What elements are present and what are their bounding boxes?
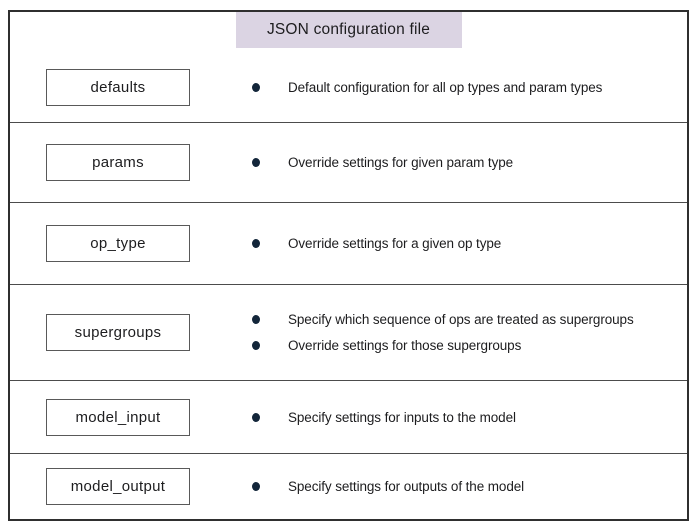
bullet-item: Override settings for given param type: [252, 150, 513, 176]
section-label-box: model_input: [46, 398, 190, 436]
config-section-model_input: model_input Specify settings for inputs …: [10, 380, 687, 453]
diagram-title: JSON configuration file: [266, 21, 431, 38]
section-label-box: defaults: [46, 68, 190, 106]
section-bullet-list: Specify settings for outputs of the mode…: [252, 474, 524, 500]
bullet-text: Override settings for a given op type: [288, 236, 502, 251]
section-label: model_input: [75, 408, 161, 426]
config-section-model_output: model_output Specify settings for output…: [10, 453, 687, 519]
bullet-item: Specify settings for inputs to the model: [252, 404, 516, 430]
bullet-icon: [252, 412, 260, 422]
bullet-item: Default configuration for all op types a…: [252, 74, 602, 100]
bullet-item: Specify which sequence of ops are treate…: [252, 307, 634, 333]
section-bullet-list: Specify settings for inputs to the model: [252, 404, 516, 430]
bullet-item: Override settings for those supergroups: [252, 333, 634, 359]
bullet-icon: [252, 158, 260, 167]
section-label: supergroups: [74, 324, 162, 341]
bullet-icon: [252, 482, 260, 491]
section-label-box: supergroups: [46, 314, 190, 351]
bullet-icon: [252, 82, 260, 92]
diagram-title-box: JSON configuration file: [235, 12, 462, 48]
bullet-icon: [252, 341, 260, 350]
section-bullet-list: Default configuration for all op types a…: [252, 74, 602, 100]
section-bullet-list: Specify which sequence of ops are treate…: [252, 307, 634, 359]
section-label: op_type: [90, 235, 146, 252]
bullet-text: Specify settings for inputs to the model: [288, 409, 516, 425]
bullet-text: Specify which sequence of ops are treate…: [288, 312, 634, 327]
bullet-item: Override settings for a given op type: [252, 231, 501, 257]
config-section-op_type: op_type Override settings for a given op…: [10, 202, 687, 284]
section-label: defaults: [90, 78, 146, 96]
section-label-box: model_output: [46, 468, 190, 505]
bullet-icon: [252, 239, 260, 248]
bullet-item: Specify settings for outputs of the mode…: [252, 474, 524, 500]
section-label-box: op_type: [46, 225, 190, 262]
config-section-supergroups: supergroups Specify which sequence of op…: [10, 284, 687, 380]
section-label-box: params: [46, 144, 190, 181]
diagram-frame: JSON configuration file defaults Default…: [8, 10, 689, 521]
bullet-text: Override settings for given param type: [288, 155, 514, 170]
bullet-text: Specify settings for outputs of the mode…: [288, 479, 525, 494]
bullet-text: Default configuration for all op types a…: [288, 79, 603, 95]
section-label: model_output: [70, 478, 166, 495]
section-bullet-list: Override settings for given param type: [252, 150, 513, 176]
section-list: defaults Default configuration for all o…: [10, 12, 687, 519]
bullet-text: Override settings for those supergroups: [288, 338, 522, 353]
bullet-icon: [252, 315, 260, 324]
config-section-params: params Override settings for given param…: [10, 122, 687, 202]
section-label: params: [92, 154, 144, 171]
config-section-defaults: defaults Default configuration for all o…: [10, 12, 687, 122]
section-bullet-list: Override settings for a given op type: [252, 231, 501, 257]
